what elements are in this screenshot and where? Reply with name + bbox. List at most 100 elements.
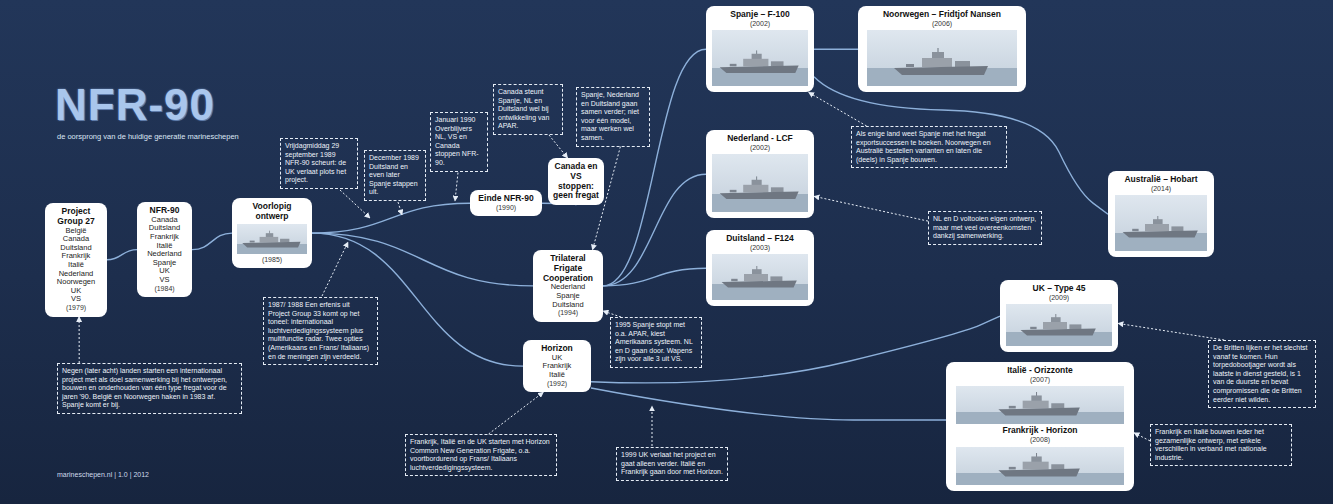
note-arrow <box>489 392 544 434</box>
note-arrow <box>814 196 928 221</box>
frigate-box: Noorwegen – Fridtjof Nansen(2006) <box>858 6 1026 92</box>
ship-photo <box>956 447 1124 485</box>
note-box: 1987/ 1988 Een erfenis uit Project Group… <box>263 297 378 365</box>
leader-arrow <box>340 190 370 218</box>
note-box: Januari 1990 Overblijvers NL, VS en Cana… <box>430 112 488 172</box>
note-text: De Britten lijken er het slechtst vanaf … <box>1213 344 1311 404</box>
note-text: Spanje, Nederland en Duitsland gaan same… <box>581 91 645 143</box>
note-text: Frankrijk, Italië en de UK starten met H… <box>410 438 552 472</box>
note-text: 1999 UK verlaat het project en gaat alle… <box>621 451 723 477</box>
box-heading: NFR-90 <box>142 206 187 216</box>
note-text: Als enige land weet Spanje met het frega… <box>856 130 1002 164</box>
box-heading: Australië – Hobart <box>1113 175 1209 185</box>
note-text: Frankrijk en Italië bouwen ieder het gez… <box>1155 428 1287 462</box>
note-box: Frankrijk, Italië en de UK starten met H… <box>405 434 557 476</box>
box-text: (1992) <box>528 380 586 389</box>
note-box: 1999 UK verlaat het project en gaat alle… <box>616 447 728 481</box>
flow-connector <box>814 49 858 50</box>
note-text: Negen (later acht) landen starten een in… <box>62 367 237 410</box>
flow-connector <box>603 49 706 286</box>
box-heading: Frankrijk - Horizon <box>951 426 1129 436</box>
frigate-box: NFR-90Canada Duitsland Frankrijk Italië … <box>137 202 192 297</box>
frigate-box: Canada en VS stoppen: geen fregat <box>548 158 604 205</box>
note-box: Spanje, Nederland en Duitsland gaan same… <box>576 87 650 147</box>
note-arrow <box>1118 323 1224 340</box>
box-text: (1985) <box>237 256 307 265</box>
flow-connector <box>591 316 1000 383</box>
note-box: NL en D voltooien eigen ontwerp, maar me… <box>928 211 1042 245</box>
box-text: (2006) <box>863 20 1021 29</box>
note-box: Vrijdagmiddag 29 september 1989 NFR-90 s… <box>280 138 358 189</box>
box-heading: Horizon <box>528 344 586 354</box>
frigate-box: HorizonUK Frankrijk Italië(1992) <box>523 340 591 392</box>
frigate-box: Duitsland – F124(2003) <box>706 230 814 306</box>
box-text: (2002) <box>711 144 809 153</box>
flow-connector <box>312 233 533 286</box>
note-text: Canada steunt Spanje, NL en Duitsland we… <box>498 88 558 131</box>
frigate-box: Project Group 27België Canada Duitsland … <box>45 203 107 317</box>
box-text: (2007) <box>951 376 1129 385</box>
box-heading: Italië - Orizzonte <box>951 366 1129 376</box>
ship-photo <box>712 154 808 212</box>
note-box: Canada steunt Spanje, NL en Duitsland we… <box>493 84 563 135</box>
frigate-box: Italië - Orizzonte(2007) Frankrijk - Hor… <box>946 362 1134 491</box>
flow-connector <box>107 250 137 260</box>
note-text: Januari 1990 Overblijvers NL, VS en Cana… <box>435 116 483 168</box>
ship-photo <box>956 386 1124 424</box>
box-text: (2003) <box>711 244 809 253</box>
note-box: December 1989 Duitsland en even later Sp… <box>364 150 426 201</box>
box-text: (1994) <box>538 309 598 318</box>
box-text: (2008) <box>951 436 1129 445</box>
box-text: Nederland Spanje Duitsland <box>538 283 598 309</box>
flow-connector <box>814 77 1108 214</box>
note-arrow <box>549 135 568 158</box>
ship-photo <box>1006 304 1112 346</box>
frigate-box: UK – Type 45(2009) <box>1000 280 1118 352</box>
box-text: Canada Duitsland Frankrijk Italië Nederl… <box>142 216 187 285</box>
footer-credit: marineschepen.nl | 1.0 | 2012 <box>57 470 149 479</box>
ship-photo <box>867 30 1017 86</box>
flow-connector <box>603 268 706 286</box>
note-box: 1995 Spanje stopt met o.a. APAR, kiest A… <box>610 317 702 368</box>
note-arrow <box>79 317 80 364</box>
leader-arrow <box>652 406 653 446</box>
frigate-box: Australië – Hobart(2014) <box>1108 171 1214 257</box>
note-box: Negen (later acht) landen starten een in… <box>57 363 242 414</box>
note-text: Vrijdagmiddag 29 september 1989 NFR-90 s… <box>285 142 353 185</box>
box-heading: Canada en VS stoppen: geen fregat <box>553 162 599 201</box>
note-arrow <box>1134 433 1150 441</box>
box-text: (1979) <box>50 304 102 313</box>
box-heading: Noorwegen – Fridtjof Nansen <box>863 10 1021 20</box>
frigate-box: Einde NFR-90(1990) <box>470 190 542 216</box>
box-heading: Duitsland – F124 <box>711 234 809 244</box>
frigate-box: Trilateral Frigate CooperationNederland … <box>533 250 603 322</box>
box-text: België Canada Duitsland Frankrijk Italië… <box>50 227 102 304</box>
ship-photo <box>237 224 307 254</box>
box-heading: Project Group 27 <box>50 207 102 227</box>
ship-photo <box>712 30 808 86</box>
frigate-box: Spanje – F-100(2002) <box>706 6 814 92</box>
box-heading: Einde NFR-90 <box>475 194 537 204</box>
box-heading: Trilateral Frigate Cooperation <box>538 254 598 283</box>
box-text: (2002) <box>711 20 809 29</box>
diagram-title: NFR-90 <box>55 82 215 128</box>
frigate-box: Nederland - LCF(2002) <box>706 130 814 218</box>
flow-connector <box>603 174 706 286</box>
box-heading: UK – Type 45 <box>1005 284 1113 294</box>
leader-arrow <box>322 242 348 296</box>
flow-connector <box>591 388 946 420</box>
flow-connector <box>312 203 470 233</box>
box-text: (2014) <box>1113 185 1209 194</box>
leader-arrow <box>398 202 402 215</box>
note-text: December 1989 Duitsland en even later Sp… <box>369 154 421 197</box>
box-text: UK Frankrijk Italië <box>528 354 586 380</box>
note-text: 1987/ 1988 Een erfenis uit Project Group… <box>268 301 373 361</box>
subtitle: de oorsprong van de huidige generatie ma… <box>57 132 239 141</box>
flow-connector <box>192 233 232 250</box>
note-text: NL en D voltooien eigen ontwerp, maar me… <box>933 215 1037 241</box>
note-box: Frankrijk en Italië bouwen ieder het gez… <box>1150 424 1292 466</box>
box-heading: Voorlopig ontwerp <box>237 202 307 222</box>
box-text: (1990) <box>475 204 537 213</box>
